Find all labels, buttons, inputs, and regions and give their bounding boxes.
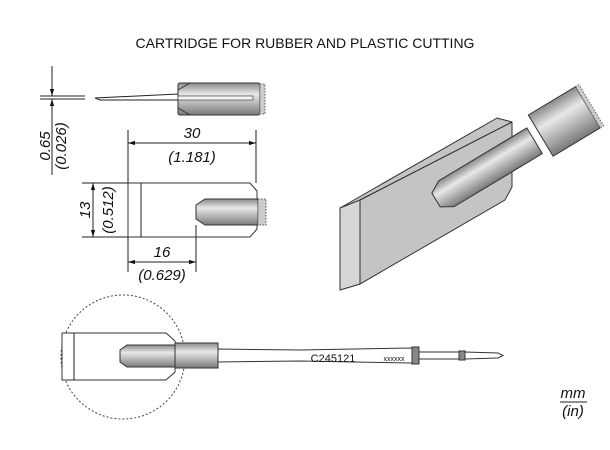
dimension-offset: 16 (0.629) bbox=[127, 225, 197, 284]
cartridge-view: C245121 xxxxxx bbox=[60, 294, 505, 420]
thickness-mm-label: 0.65 bbox=[37, 131, 54, 161]
dimension-thickness: 0.65 (0.026) bbox=[37, 66, 85, 175]
width-mm-label: 13 bbox=[77, 201, 94, 218]
width-in-label: (0.512) bbox=[100, 186, 117, 234]
dimension-length: 30 (1.181) bbox=[127, 125, 257, 183]
top-view bbox=[94, 82, 266, 116]
units-legend: mm (in) bbox=[560, 385, 587, 420]
offset-mm-label: 16 bbox=[154, 244, 171, 261]
side-view bbox=[127, 182, 267, 238]
unit-mm: mm bbox=[561, 385, 586, 402]
part-number: C245121 bbox=[311, 353, 356, 365]
isometric-view bbox=[339, 83, 605, 291]
thickness-in-label: (0.026) bbox=[53, 122, 70, 170]
unit-in: (in) bbox=[562, 403, 584, 420]
offset-in-label: (0.629) bbox=[138, 267, 186, 284]
batch-code: xxxxxx bbox=[384, 356, 406, 363]
dimension-width: 13 (0.512) bbox=[77, 182, 128, 238]
length-mm-label: 30 bbox=[184, 125, 201, 142]
length-in-label: (1.181) bbox=[168, 149, 216, 166]
drawing-title: CARTRIDGE FOR RUBBER AND PLASTIC CUTTING bbox=[136, 35, 475, 51]
